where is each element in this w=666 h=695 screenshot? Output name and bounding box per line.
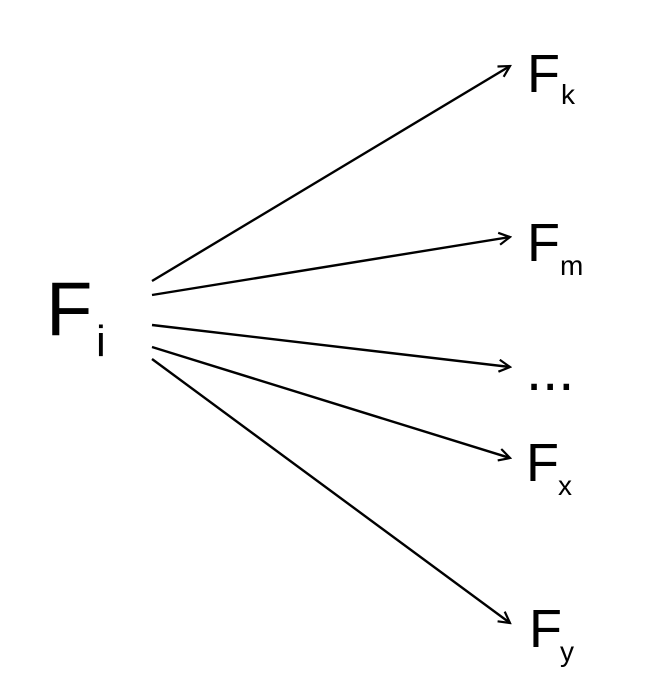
arrows — [151, 66, 510, 623]
target-node-label: F — [526, 433, 559, 493]
target-node-label: F — [529, 599, 562, 659]
arrow-to-ellipsis — [151, 323, 510, 367]
arrow-to-x — [151, 345, 510, 458]
target-node-k: F k — [527, 44, 576, 110]
target-node-subscript: m — [560, 250, 583, 281]
target-node-subscript: y — [560, 636, 574, 667]
target-node-label: F — [527, 213, 560, 273]
arrow-to-y — [151, 358, 510, 623]
target-node-label: F — [527, 44, 560, 104]
target-node-ellipsis-label: ... — [526, 338, 574, 403]
target-node-ellipsis: ... — [526, 338, 574, 403]
source-node-subscript: i — [96, 317, 106, 366]
target-node-y: F y — [529, 599, 574, 667]
target-node-x: F x — [526, 433, 572, 501]
target-node-subscript: x — [558, 470, 572, 501]
arrow-to-k — [151, 66, 510, 283]
target-node-m: F m — [527, 213, 583, 281]
target-node-subscript: k — [561, 79, 576, 110]
arrow-to-m — [151, 237, 510, 297]
source-node-label: F — [46, 267, 92, 352]
source-node: F i — [46, 267, 106, 366]
